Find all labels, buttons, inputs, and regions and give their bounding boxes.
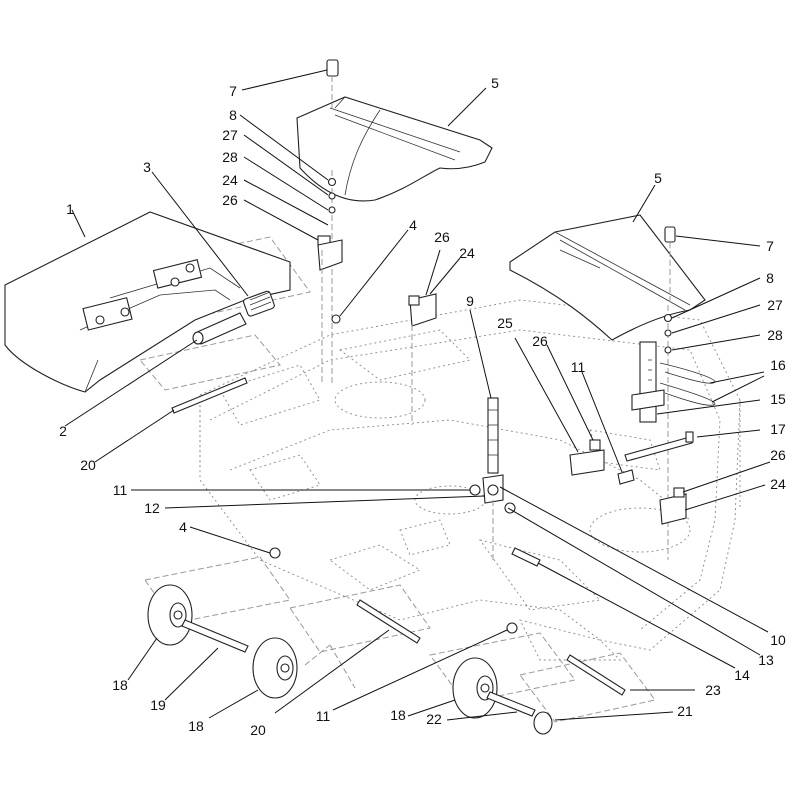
callout-27-upper: 27 — [222, 127, 238, 143]
axle-19 — [181, 619, 249, 653]
callout-4-upper: 4 — [409, 217, 417, 233]
callout-10: 10 — [770, 632, 786, 648]
left-deflector-cover — [4, 211, 291, 393]
callout-7-right: 7 — [766, 238, 774, 254]
callout-11-right: 11 — [571, 359, 586, 375]
callout-26-upper: 26 — [222, 192, 238, 208]
callout-18-middle: 18 — [188, 718, 204, 734]
callout-8-upper: 8 — [229, 107, 237, 123]
bushings — [269, 484, 541, 634]
callout-26-middle: 26 — [434, 229, 450, 245]
pivot-pin — [482, 397, 504, 560]
callout-3: 3 — [143, 159, 151, 175]
callout-22: 22 — [426, 711, 442, 727]
latch-7-right — [664, 226, 676, 305]
callout-13: 13 — [758, 652, 774, 668]
callout-18-left: 18 — [112, 677, 128, 693]
callout-20-upper: 20 — [80, 457, 96, 473]
callout-28-upper: 28 — [222, 149, 238, 165]
callout-25: 25 — [497, 315, 513, 331]
mower-deck — [199, 299, 741, 661]
right-bracket-24-26 — [659, 487, 687, 525]
callout-16: 16 — [770, 357, 786, 373]
callout-15: 15 — [770, 391, 786, 407]
leader-lines — [64, 69, 771, 721]
callout-26-right: 26 — [770, 447, 786, 463]
pivot-rod — [192, 312, 247, 345]
callout-2: 2 — [59, 423, 67, 439]
spacer-21 — [533, 711, 553, 735]
callout-5-right: 5 — [654, 170, 662, 186]
callout-28-right: 28 — [767, 327, 783, 343]
wheel-right — [452, 657, 498, 719]
callout-14: 14 — [734, 667, 750, 683]
callout-19: 19 — [150, 697, 166, 713]
callout-labels: 7 5 8 27 28 24 26 3 1 4 26 24 5 7 8 27 2… — [59, 75, 786, 738]
callout-20-lower: 20 — [250, 722, 266, 738]
upper-hardware-stack — [317, 170, 343, 385]
wheel-middle — [252, 637, 298, 699]
callout-7-upper: 7 — [229, 83, 237, 99]
callout-18-right: 18 — [390, 707, 406, 723]
bolt-17 — [617, 431, 694, 485]
wheel-left — [147, 584, 193, 646]
callout-23: 23 — [705, 682, 721, 698]
callout-11-left: 11 — [113, 482, 128, 498]
rods — [171, 377, 626, 696]
middle-bracket — [408, 293, 437, 425]
callout-21: 21 — [677, 703, 693, 719]
callout-24-upper: 24 — [222, 172, 238, 188]
spring — [243, 290, 275, 317]
upper-deflector-cover — [296, 96, 493, 202]
callout-1: 1 — [66, 201, 74, 217]
callout-11-lower: 11 — [316, 708, 331, 724]
callout-4-lower: 4 — [179, 519, 187, 535]
callout-8-right: 8 — [766, 270, 774, 286]
height-adjust-post — [631, 341, 665, 423]
callout-26-center: 26 — [532, 333, 548, 349]
axle-22 — [486, 691, 536, 717]
callout-17: 17 — [770, 421, 786, 437]
callout-24-right: 24 — [770, 476, 786, 492]
callout-5-upper: 5 — [491, 75, 499, 91]
bracket-25 — [569, 439, 605, 476]
callout-24-middle: 24 — [459, 245, 475, 261]
callout-27-right: 27 — [767, 297, 783, 313]
callout-12: 12 — [144, 500, 160, 516]
right-deflector-cover — [509, 214, 706, 341]
callout-9: 9 — [466, 293, 474, 309]
latch-7-upper — [326, 59, 339, 108]
